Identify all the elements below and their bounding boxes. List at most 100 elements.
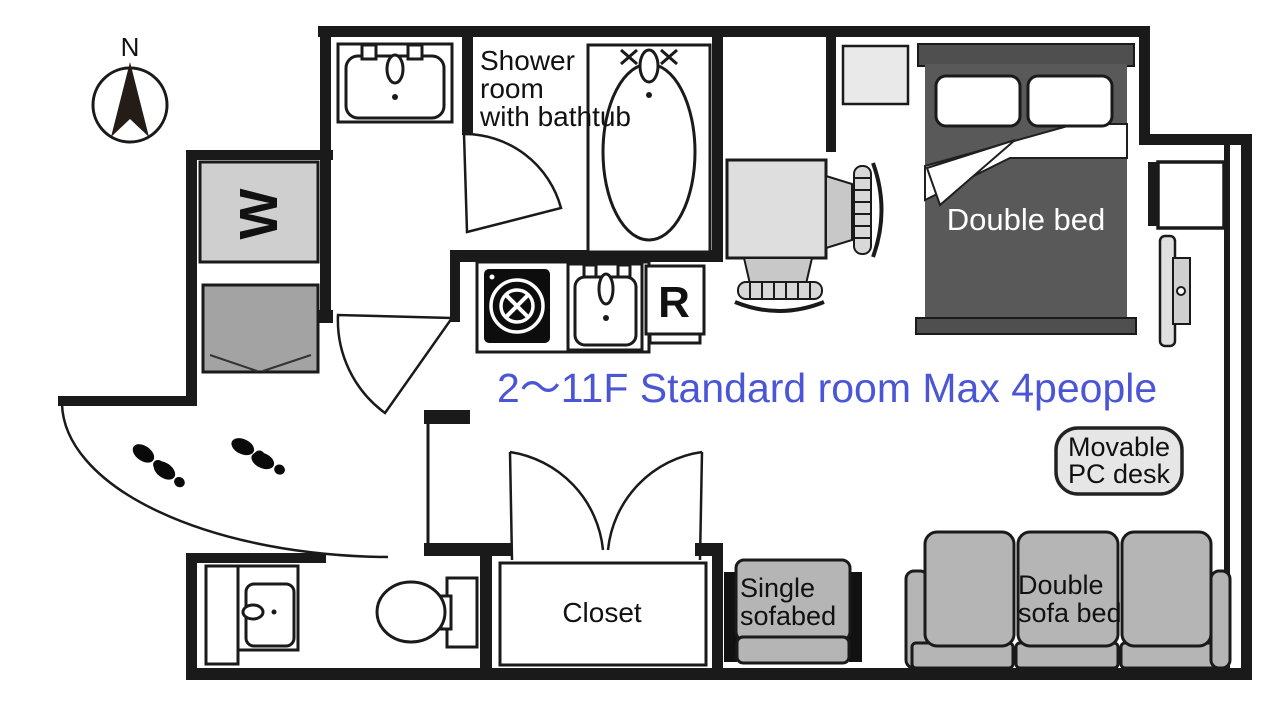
kitchen: R: [475, 260, 706, 354]
stove-indicator: [489, 274, 495, 280]
wall-left-upper: [186, 150, 197, 404]
bed-sheet-fold: [925, 139, 1016, 207]
shower-room-label-2: room: [480, 73, 544, 104]
toilet-basin-faucet-icon: [241, 603, 265, 621]
pc-desk-label-1: Movable: [1068, 432, 1170, 462]
wall-hinge-nub: [318, 310, 333, 323]
wall-toilet-door-stub: [424, 410, 470, 424]
wall-toilet-top: [186, 553, 326, 563]
side-table: [1156, 160, 1226, 230]
wall-closet-top-right: [695, 543, 723, 556]
right-side-units: [1156, 160, 1226, 348]
vanity-sink: [336, 42, 454, 124]
fridge-shelf: [648, 332, 702, 345]
nightstand: [841, 44, 910, 106]
desk: [725, 158, 828, 260]
entrance-door-arc: [60, 403, 389, 559]
single-sofa-armrest-right: [849, 572, 862, 662]
wall-corridor-stub: [450, 250, 460, 322]
toilet-basin-drain: [271, 609, 277, 615]
hallway-door: [336, 313, 455, 415]
wall-left-lower: [186, 553, 197, 680]
wall-closet-right: [712, 553, 723, 680]
closet-label: Closet: [562, 597, 642, 628]
wall-closet-top-left: [424, 543, 512, 556]
shower-room-label-3: with bathtub: [479, 101, 631, 132]
wall-nightstand-stub: [1148, 162, 1158, 226]
chair-right-back: [853, 162, 884, 258]
refrigerator: [644, 264, 706, 336]
vanity-tap-right: [406, 43, 424, 61]
single-sofa-label-1: Single: [740, 573, 815, 603]
wall-washroom-left: [320, 26, 331, 152]
chair-bottom-seat: [742, 257, 814, 285]
sink-faucet-icon: [597, 272, 615, 306]
double-sofa-bed: Double sofa bed: [904, 530, 1232, 670]
single-sofabed: Single sofabed: [724, 558, 862, 665]
wall-top: [318, 26, 1150, 37]
wall-toilet-closet-divider: [480, 556, 492, 680]
wall-shower-divider: [462, 26, 473, 135]
pc-desk-outline: [1054, 426, 1184, 496]
bed-footboard: [915, 317, 1137, 335]
bathtub: [601, 62, 697, 242]
storage-mark-left: [209, 354, 258, 372]
wall-right-jog: [1139, 134, 1252, 145]
wall-bedroom-right: [1139, 26, 1150, 145]
bedroom: Double bed: [841, 43, 1137, 335]
bathtub-area: [586, 43, 712, 254]
double-sofa-cushion-1: [923, 530, 1016, 648]
closet-floor: [498, 561, 708, 667]
entrance-footprints-icon: [132, 438, 285, 488]
bath-handle-left-icon: [620, 48, 638, 66]
double-sofa-label-1: Double: [1018, 570, 1104, 600]
shower-room-door: [462, 132, 563, 234]
bath-handle-right-icon: [660, 48, 678, 66]
pillow-left: [934, 74, 1022, 128]
wall-right-outer: [1241, 134, 1252, 680]
wall-shower-right: [712, 26, 723, 262]
double-sofa-cushion-2: [1016, 530, 1120, 648]
wall-bedroom-left: [826, 26, 836, 152]
compass: N: [91, 32, 169, 144]
text-labels: Shower room with bathtub 2〜11F Standard …: [479, 45, 1157, 411]
storage-unit: [201, 283, 320, 374]
closet: Closet: [498, 561, 708, 667]
north-arrow-icon: [111, 62, 149, 137]
pc-desk-label-2: PC desk: [1068, 459, 1171, 489]
compass-north-label: N: [121, 32, 140, 62]
fridge-label: R: [658, 278, 690, 327]
burner-inner-icon: [499, 288, 535, 324]
closet-door-left-leaf: [508, 451, 514, 561]
pc-desk-badge: Movable PC desk: [1054, 426, 1184, 496]
doors: [60, 132, 704, 561]
closet-door-left-arc: [509, 450, 605, 551]
double-sofa-armrest-right: [1209, 569, 1232, 670]
washer-label: W: [229, 188, 289, 239]
wall-washer-top: [186, 150, 333, 160]
tv-mount-knob: [1176, 286, 1186, 296]
vanity-faucet-icon: [385, 53, 405, 85]
double-sofa-cushion-3: [1120, 530, 1213, 648]
sink-tap-right: [616, 263, 632, 279]
shower-room-label-1: Shower: [480, 45, 575, 76]
washing-machine: [198, 160, 320, 264]
room-type-title: 2〜11F Standard room Max 4people: [497, 365, 1157, 411]
burner-outer-icon: [489, 278, 545, 334]
single-sofa-seat: [735, 635, 851, 665]
bed-headboard: [917, 43, 1135, 67]
toilet-room: [204, 564, 479, 666]
sink-drain: [603, 315, 609, 321]
bath-drain: [646, 92, 652, 98]
burner-cross-2: [503, 292, 531, 320]
desk-set: [725, 158, 884, 313]
toilet-side-counter: [204, 564, 240, 666]
vanity-drain: [392, 94, 398, 100]
closet-door-right-leaf: [698, 451, 704, 561]
wall-washer-right: [320, 150, 331, 322]
chair-bottom-back: [734, 281, 825, 313]
wall-entrance-top: [58, 396, 197, 406]
single-sofa-armrest-left: [724, 572, 737, 662]
